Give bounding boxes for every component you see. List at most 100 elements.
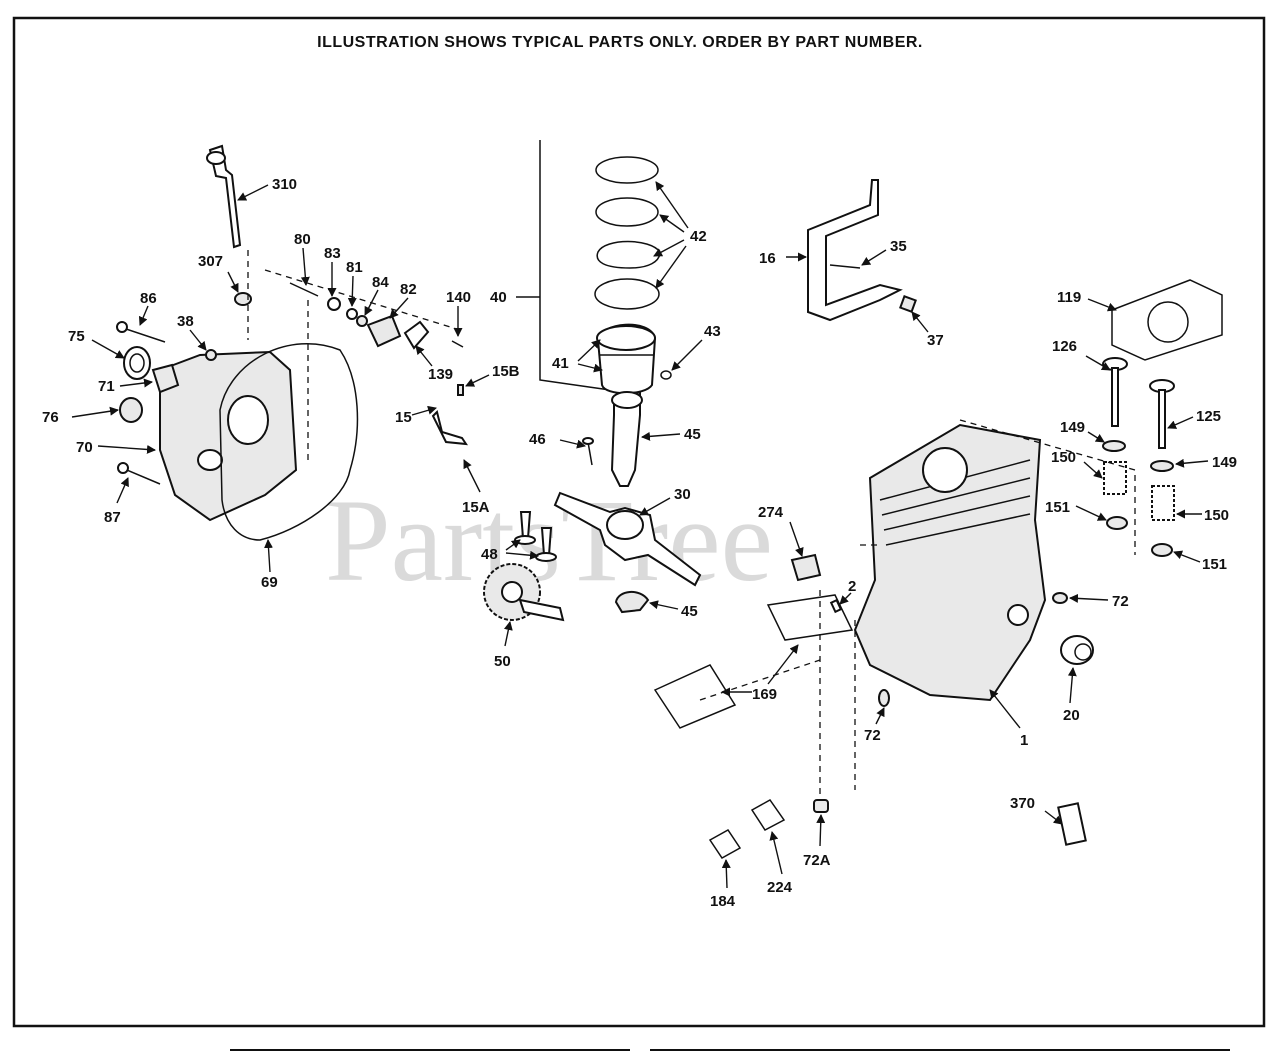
leader-184 [721,859,731,889]
callout-224: 224 [767,879,793,896]
callout-69: 69 [261,574,278,591]
piston-assembly-bracket [539,140,611,391]
piston-crank-group [483,140,702,622]
part-75-oil-seal-inner [129,353,145,373]
leader-15 [411,405,437,416]
leader-151-a [1075,505,1107,521]
leader-41-a [577,339,601,362]
callout-370: 370 [1010,795,1035,812]
part-75-oil-seal [123,346,151,380]
leader-42-c [653,239,685,257]
leader-169-b [767,644,799,685]
leader-80 [300,247,310,286]
part-80-shaft [289,282,319,297]
part-310-dipstick-cap [206,151,226,165]
callout-86: 86 [140,290,157,307]
leader-150-a [1083,461,1103,479]
callout-1: 1 [1020,732,1028,749]
leader-48-a [505,539,521,551]
leader-42-a [655,181,689,229]
callout-75: 75 [68,328,85,345]
callout-125: 125 [1196,408,1221,425]
part-86-bolt-head [116,321,128,333]
leader-126 [1085,355,1111,371]
part-1-port [1007,604,1029,626]
leader-86 [138,305,149,326]
callout-45-cap: 45 [681,603,698,620]
leader-71 [119,378,153,388]
callout-72-lower: 72 [864,727,881,744]
callout-149-left: 149 [1060,419,1085,436]
callout-labels: 310 307 80 83 81 84 82 140 86 38 75 71 7… [42,176,1237,910]
part-119-bore [1147,301,1189,343]
part-150-spring-2 [1151,485,1175,521]
leader-149-a [1087,431,1105,443]
leader-370 [1044,810,1063,825]
part-140-screw [451,340,464,348]
part-370-label [1057,802,1087,846]
leader-43 [671,339,703,371]
part-224-gasket [750,799,786,831]
leader-45-rod [641,431,681,441]
callout-15: 15 [395,409,412,426]
bracket-group [807,179,917,322]
part-35-screw [829,264,861,269]
part-43-piston-pin-clip [660,370,672,380]
part-149-washer-2 [1150,460,1174,472]
part-76-bushing [119,397,143,423]
part-1-cylinder-bore [922,447,968,493]
leader-310 [237,184,269,201]
part-45-rod-small-end [611,391,643,409]
callout-71: 71 [98,378,115,395]
part-125-valve-stem [1158,389,1166,449]
cylinder-group [653,279,1223,859]
part-50-gear-hub [501,581,523,603]
leader-139 [415,345,433,367]
part-81-clip [346,308,358,320]
callout-leaders [71,181,1209,889]
part-151-retainer-2 [1151,543,1173,557]
leader-307 [227,271,239,293]
assembly-line-right-1 [959,419,1136,555]
part-126-valve-stem [1111,367,1119,427]
callout-45-rod: 45 [684,426,701,443]
callout-87: 87 [104,509,121,526]
leader-224 [769,831,783,875]
part-45-rod-cap [614,591,650,614]
part-50-cam-lobes [518,598,565,622]
leader-82 [389,297,409,319]
part-72-plug-2 [878,689,890,707]
part-72-plug-1 [1052,592,1068,604]
part-42-ring-top [595,156,659,184]
callout-82: 82 [400,281,417,298]
part-184-gasket [708,829,742,859]
part-169-gasket-2 [766,594,854,641]
callout-76: 76 [42,409,59,426]
part-87-bolt-head [117,462,129,474]
leader-69 [264,539,273,573]
leader-35 [861,249,887,266]
diagram-title: ILLUSTRATION SHOWS TYPICAL PARTS ONLY. O… [317,34,923,51]
part-72A-fitting [813,799,829,813]
part-20-bushing [1060,635,1094,665]
part-86-bolt [119,326,166,343]
part-46-rod-bolt-head [582,437,594,445]
leader-30 [639,497,671,516]
callout-310: 310 [272,176,297,193]
leader-76 [71,406,119,418]
callout-184: 184 [710,893,736,910]
part-307-seal [234,292,252,306]
leader-37 [911,311,929,333]
leader-41-b [577,363,603,373]
part-37-nut [899,295,917,313]
leader-151-b [1173,550,1201,563]
part-139-governor-lever [403,320,430,350]
part-69-cover-gasket [219,342,359,541]
callout-83: 83 [324,245,341,262]
callout-149-right: 149 [1212,454,1237,471]
callout-126: 126 [1052,338,1077,355]
leader-75 [91,339,125,359]
callout-81: 81 [346,259,363,276]
leader-15B [465,374,490,387]
